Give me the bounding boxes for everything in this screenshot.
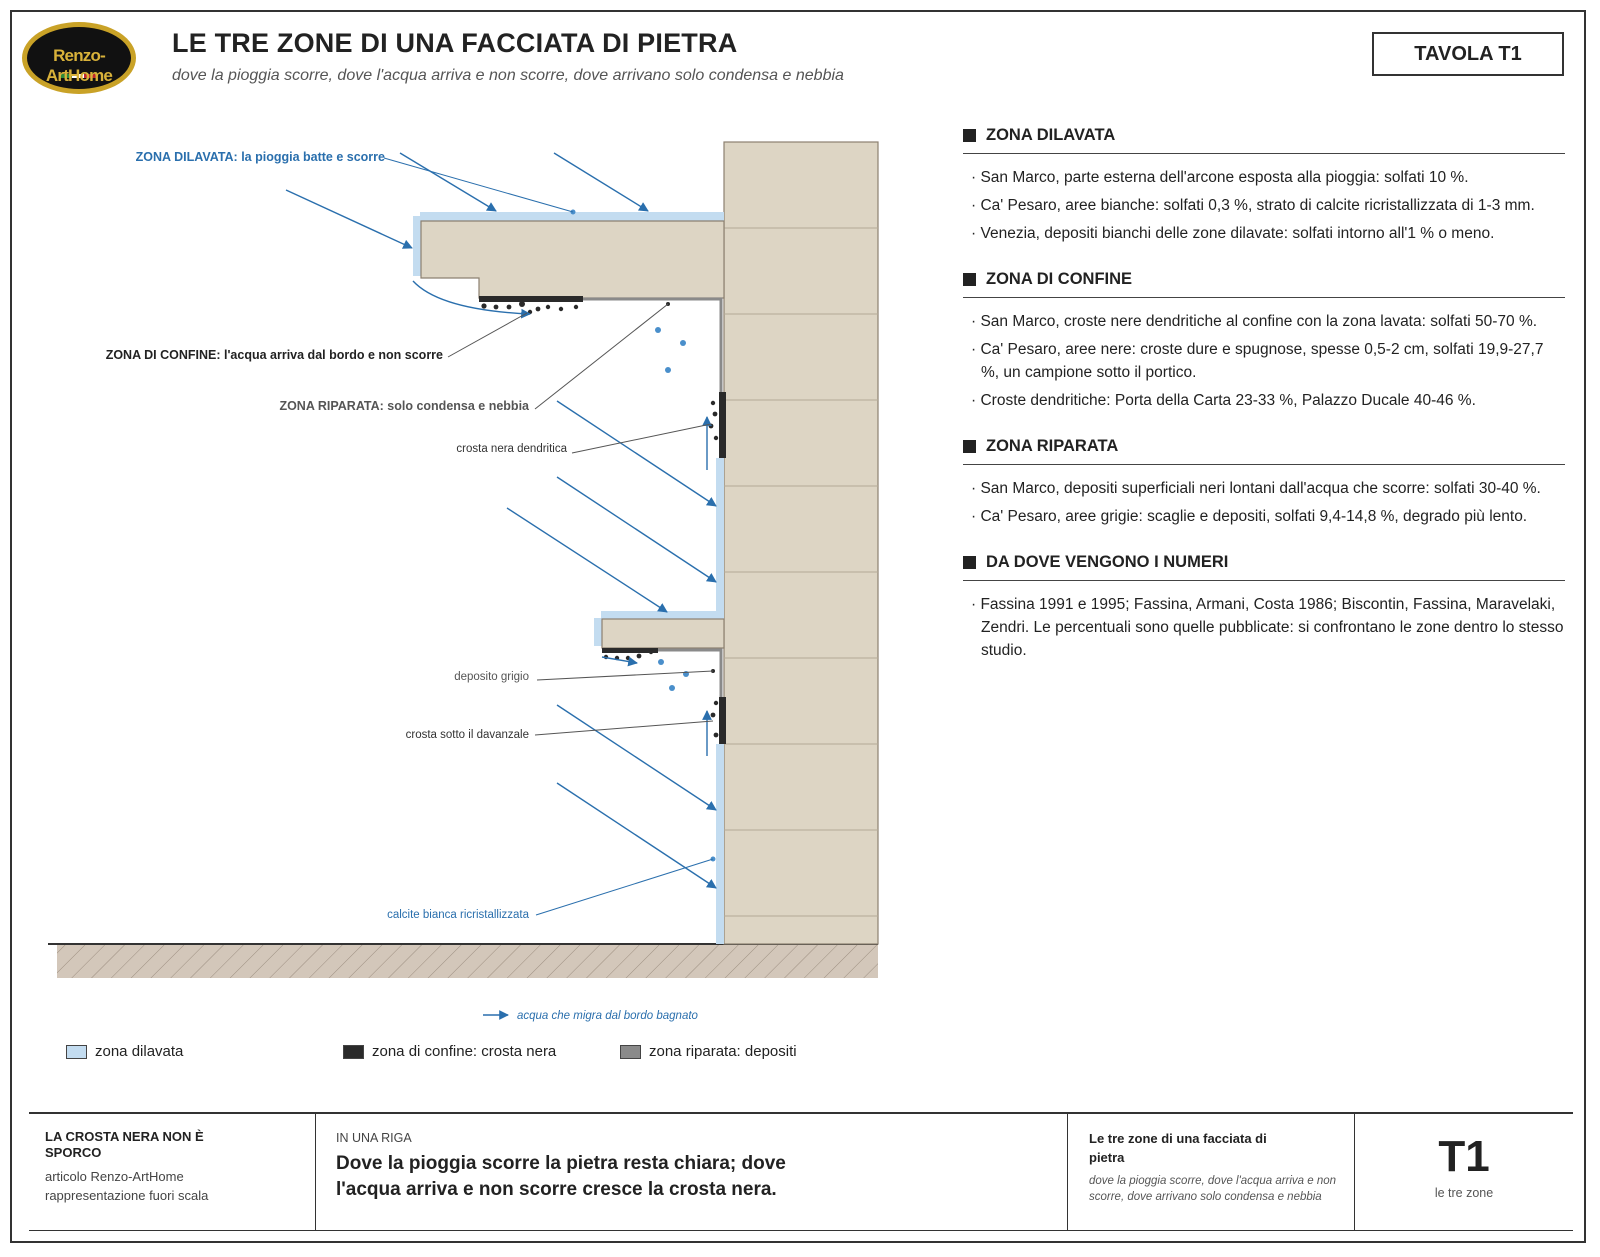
footer-sheet-sub: dove la pioggia scorre, dove l'acqua arr… xyxy=(1089,1175,1337,1203)
list-item: Ca' Pesaro, aree nere: croste dure e spu… xyxy=(963,338,1565,384)
footer-col-code: T1 le tre zone xyxy=(1354,1114,1573,1230)
label-crosta-davanzale: crosta sotto il davanzale xyxy=(406,729,529,741)
section-confine: ZONA DI CONFINE San Marco, croste nere d… xyxy=(963,270,1565,412)
crust-band-lower xyxy=(719,697,726,744)
data-panel: ZONA DILAVATA San Marco, parte esterna d… xyxy=(963,126,1565,687)
label-deposito-grigio: deposito grigio xyxy=(454,671,529,683)
footer-sheet-title: Le tre zone di una facciata di pietra xyxy=(1089,1131,1267,1165)
list-item: San Marco, croste nere dendritiche al co… xyxy=(963,310,1565,333)
list-item: Ca' Pesaro, aree bianche: solfati 0,3 %,… xyxy=(963,194,1565,217)
section-square-icon xyxy=(963,129,976,142)
facade-diagram: ZONA DILAVATA: la pioggia batte e scorre… xyxy=(48,141,879,1022)
list-item: Fassina 1991 e 1995; Fassina, Armani, Co… xyxy=(963,593,1565,662)
label-zona-confine: ZONA DI CONFINE: l'acqua arriva dal bord… xyxy=(106,348,443,362)
upper-ledge xyxy=(413,212,725,405)
footer-col-sheet: Le tre zone di una facciata di pietra do… xyxy=(1067,1114,1354,1230)
list-item: Ca' Pesaro, aree grigie: scaglie e depos… xyxy=(963,505,1565,528)
page-subtitle: dove la pioggia scorre, dove l'acqua arr… xyxy=(172,67,844,84)
label-acqua-migra: acqua che migra dal bordo bagnato xyxy=(517,1010,699,1022)
footer-col-article: LA CROSTA NERA NON È SPORCO articolo Ren… xyxy=(29,1114,315,1230)
footer-code: T1 xyxy=(1438,1132,1490,1181)
section-dilavata: ZONA DILAVATA San Marco, parte esterna d… xyxy=(963,126,1565,245)
stone-wall xyxy=(723,141,879,945)
label-zona-dilavata: ZONA DILAVATA: la pioggia batte e scorre xyxy=(136,150,385,164)
crust-band-upper xyxy=(719,392,726,458)
footer-col-summary: IN UNA RIGA Dove la pioggia scorre la pi… xyxy=(315,1114,1067,1230)
list-item: San Marco, parte esterna dell'arcone esp… xyxy=(963,166,1565,189)
footer-article-title: LA CROSTA NERA NON È SPORCO xyxy=(45,1129,204,1160)
list-item: Croste dendritiche: Porta della Carta 23… xyxy=(963,389,1565,412)
list-item: San Marco, depositi superficiali neri lo… xyxy=(963,477,1565,500)
tavola-badge: TAVOLA T1 xyxy=(1372,32,1564,76)
section-square-icon xyxy=(963,556,976,569)
legend-label: zona dilavata xyxy=(95,1043,184,1060)
legend-item-dilavata: zona dilavata xyxy=(66,1043,183,1060)
list-item: Venezia, depositi bianchi delle zone dil… xyxy=(963,222,1565,245)
section-heading: DA DOVE VENGONO I NUMERI xyxy=(986,553,1229,571)
footer-article-line2: rappresentazione fuori scala xyxy=(45,1188,209,1203)
label-zona-riparata: ZONA RIPARATA: solo condensa e nebbia xyxy=(279,399,530,413)
footer: LA CROSTA NERA NON È SPORCO articolo Ren… xyxy=(29,1112,1573,1231)
legend-item-riparata: zona riparata: depositi xyxy=(620,1043,797,1060)
section-riparata: ZONA RIPARATA San Marco, depositi superf… xyxy=(963,437,1565,528)
legend-label: zona riparata: depositi xyxy=(649,1043,797,1060)
section-square-icon xyxy=(963,273,976,286)
footer-article-line1: articolo Renzo-ArtHome xyxy=(45,1169,184,1184)
section-heading: ZONA DILAVATA xyxy=(986,126,1116,144)
label-crosta-dendritica: crosta nera dendritica xyxy=(456,443,567,455)
legend-label: zona di confine: crosta nera xyxy=(372,1043,557,1060)
section-heading: ZONA RIPARATA xyxy=(986,437,1119,455)
washed-band-lower xyxy=(716,744,724,944)
section-square-icon xyxy=(963,440,976,453)
swatch-dilavata xyxy=(66,1044,87,1059)
page-title: LE TRE ZONE DI UNA FACCIATA DI PIETRA xyxy=(172,28,738,58)
swatch-riparata xyxy=(620,1044,641,1059)
footer-summary-text: Dove la pioggia scorre la pietra resta c… xyxy=(336,1153,786,1200)
swatch-confine xyxy=(343,1044,364,1059)
label-calcite: calcite bianca ricristallizzata xyxy=(387,909,529,921)
page-frame xyxy=(10,10,1586,1243)
renzo-arthome-logo xyxy=(22,22,136,94)
lower-ledge xyxy=(594,611,725,700)
legend-item-confine: zona di confine: crosta nera xyxy=(343,1043,556,1060)
footer-code-sub: le tre zone xyxy=(1434,1186,1494,1200)
logo-text: Renzo-ArtHome xyxy=(45,46,113,85)
footer-summary-label: IN UNA RIGA xyxy=(336,1131,412,1145)
section-heading: ZONA DI CONFINE xyxy=(986,270,1133,288)
section-fonti: DA DOVE VENGONO I NUMERI Fassina 1991 e … xyxy=(963,553,1565,662)
washed-band-upper xyxy=(716,458,724,611)
